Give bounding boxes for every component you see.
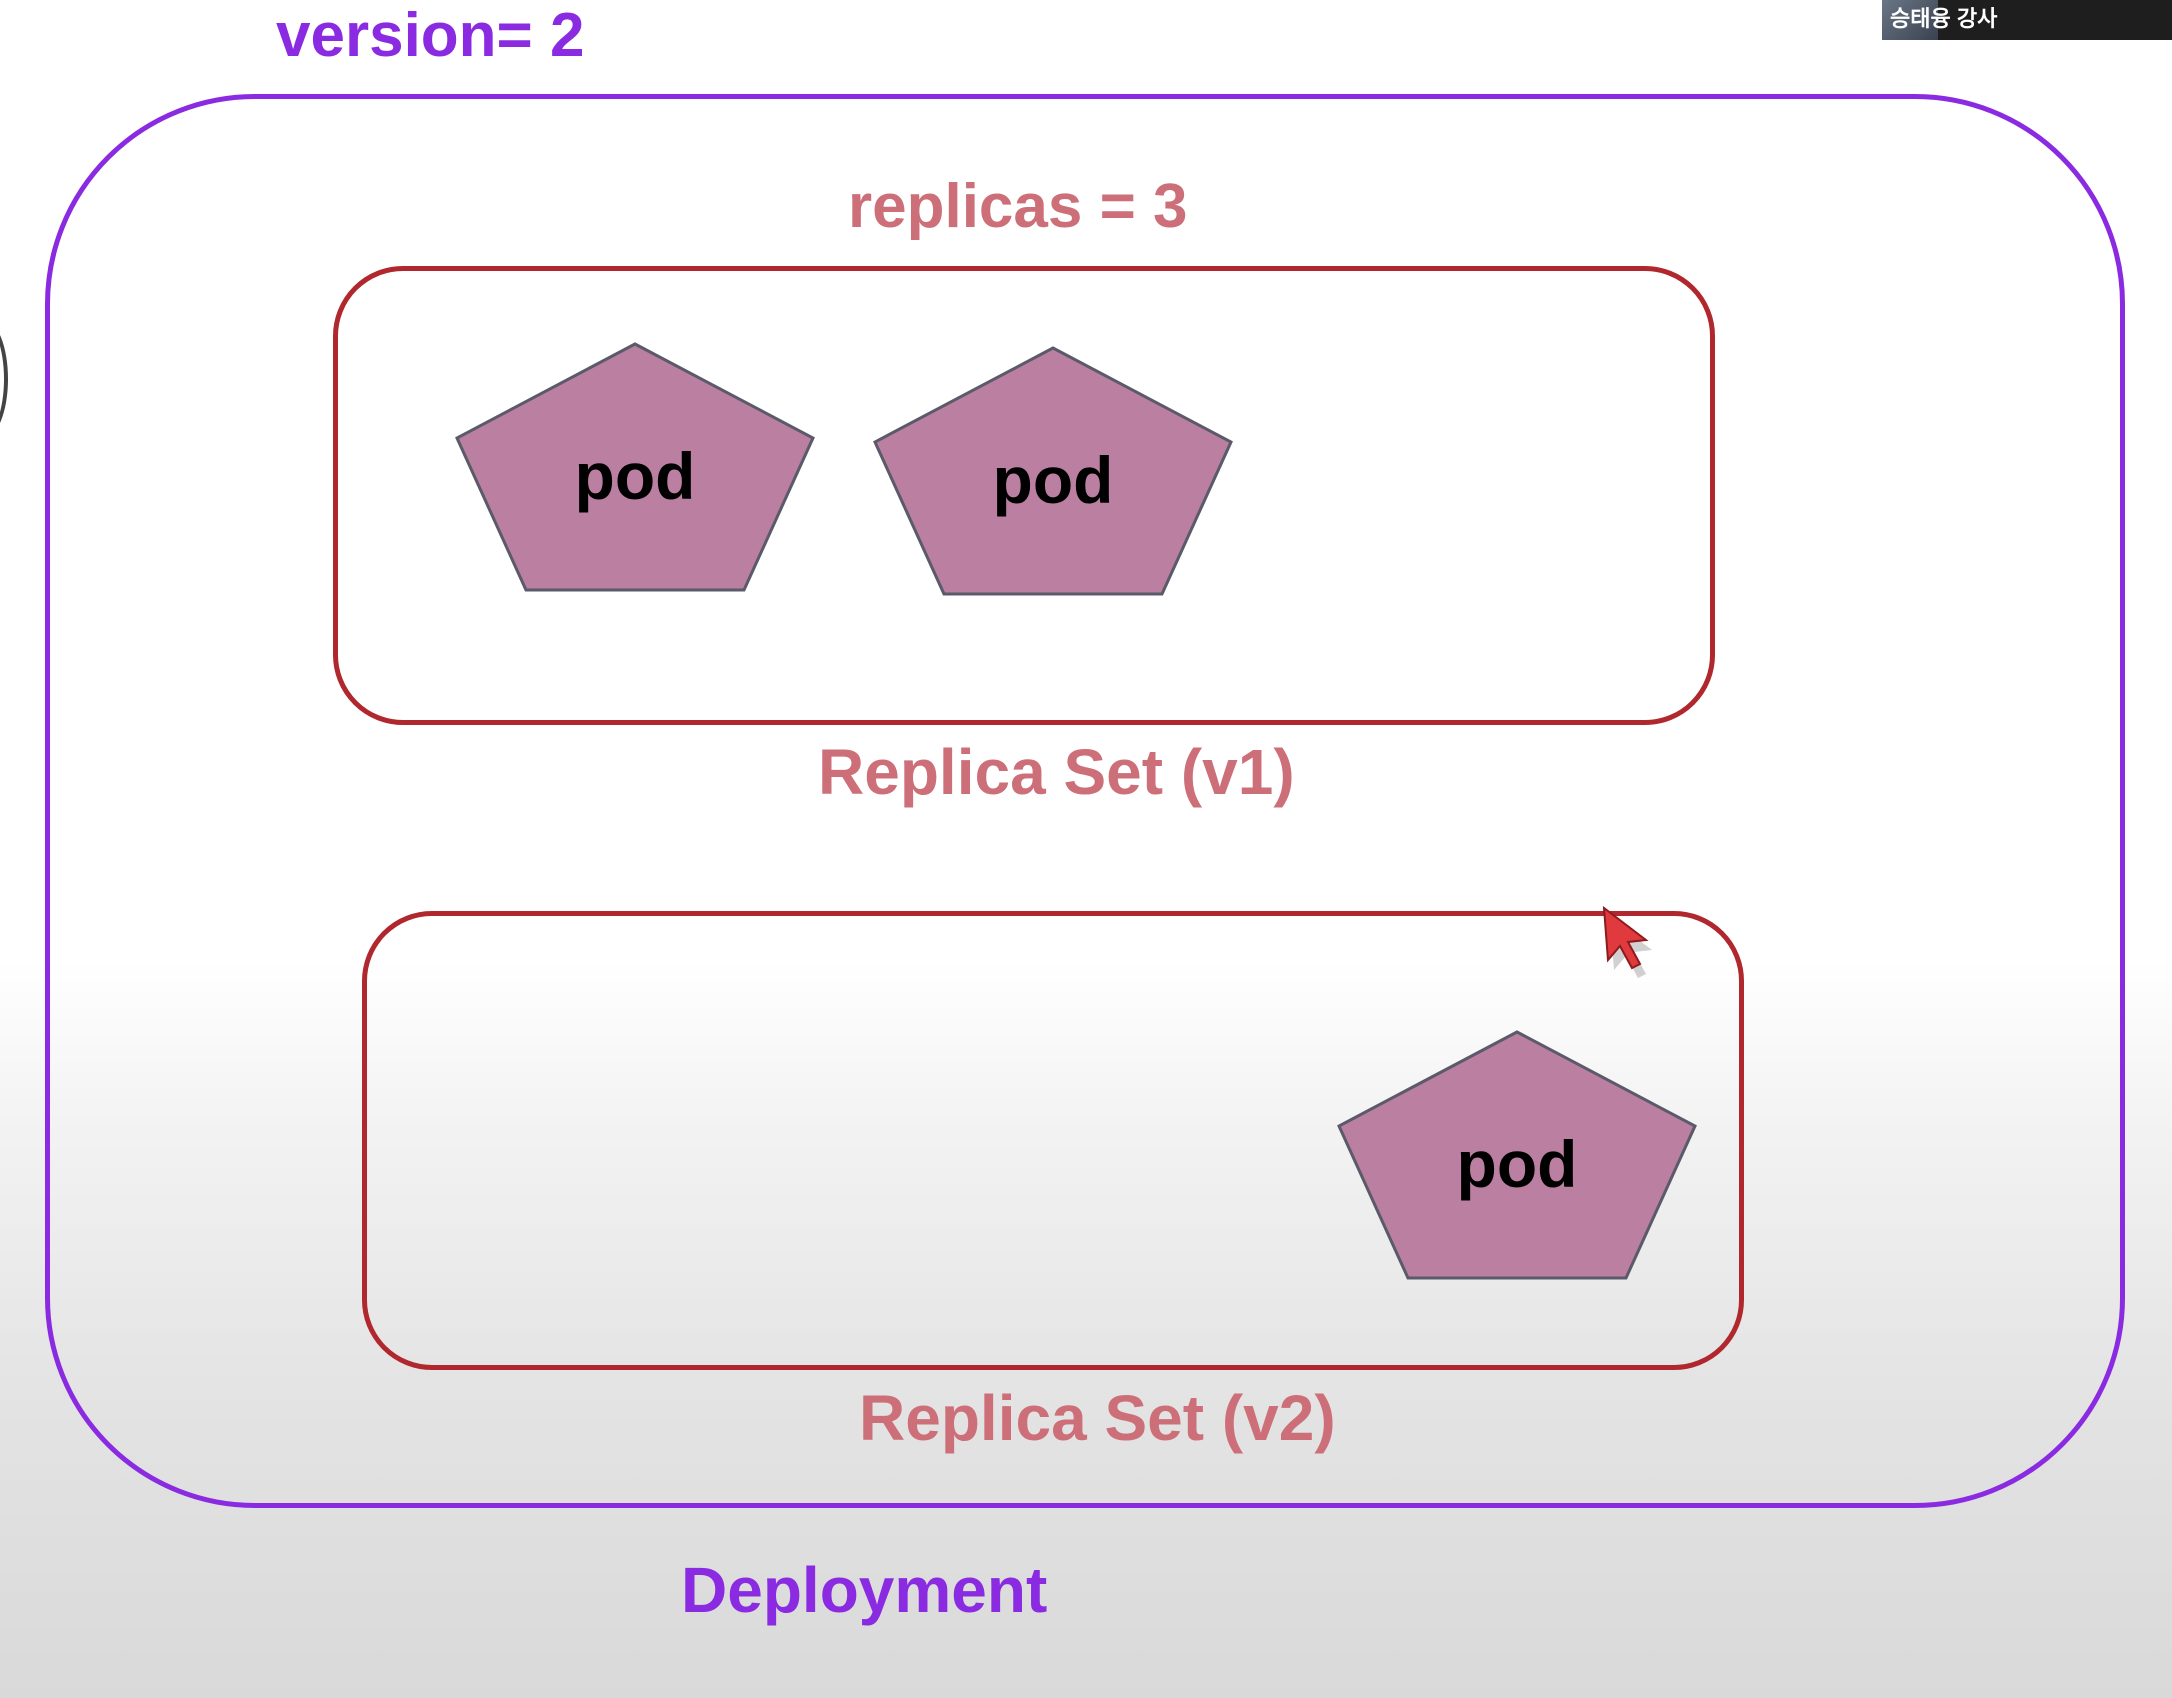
pod-shape: pod	[872, 346, 1234, 596]
pod-label: pod	[992, 443, 1114, 517]
left-edge-arc	[0, 320, 8, 438]
pentagon-icon	[1337, 1030, 1697, 1280]
replica-set-v2-label: Replica Set (v2)	[859, 1382, 1336, 1454]
presenter-thumbnail	[1882, 0, 1938, 40]
pod-label: pod	[574, 439, 696, 513]
presenter-name-tag: 승태융 강사	[1882, 0, 2172, 40]
pod-label: pod	[1456, 1127, 1578, 1201]
deployment-box	[45, 94, 2125, 1508]
replicas-label: replicas = 3	[848, 172, 1188, 241]
deployment-label: Deployment	[681, 1554, 1048, 1626]
replica-set-v1-label: Replica Set (v1)	[818, 736, 1295, 808]
pod-shape: pod	[454, 342, 816, 592]
pentagon-icon	[455, 342, 815, 592]
presenter-name: 승태융 강사	[1890, 6, 1998, 31]
version-label: version= 2	[276, 1, 585, 70]
pentagon-icon	[873, 346, 1233, 596]
replica-set-v2-box	[362, 911, 1744, 1370]
mouse-pointer-icon	[1602, 905, 1652, 978]
pod-shape: pod	[1336, 1030, 1698, 1280]
replica-set-v1-box	[333, 266, 1715, 725]
